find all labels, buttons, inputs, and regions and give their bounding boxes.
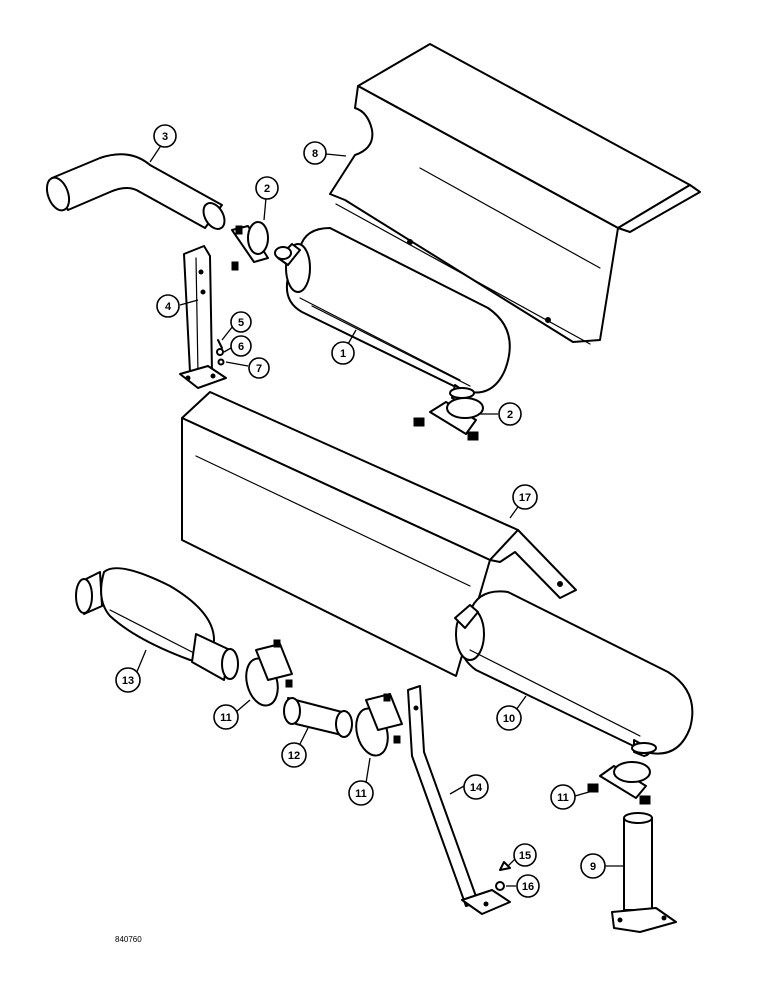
svg-text:17: 17 xyxy=(519,492,531,504)
svg-text:7: 7 xyxy=(256,363,262,375)
flange-clamp-middle xyxy=(355,693,403,757)
callout-7: 7 xyxy=(248,357,270,379)
svg-text:11: 11 xyxy=(557,792,569,804)
callout-2-lower: 2 xyxy=(498,402,522,426)
svg-text:13: 13 xyxy=(122,675,134,687)
callout-17: 17 xyxy=(512,484,538,510)
svg-text:14: 14 xyxy=(470,782,483,794)
connector-pipe xyxy=(283,697,353,738)
callout-15: 15 xyxy=(513,843,537,867)
callout-6: 6 xyxy=(230,335,252,357)
callout-11-middle: 11 xyxy=(348,780,374,806)
exhaust-elbow-pipe xyxy=(45,153,226,230)
support-strut xyxy=(407,685,511,915)
svg-text:6: 6 xyxy=(238,341,244,353)
svg-text:2: 2 xyxy=(264,183,270,195)
exhaust-stack-pipe xyxy=(611,812,677,933)
svg-text:11: 11 xyxy=(355,788,367,800)
callout-10: 10 xyxy=(496,705,522,731)
upper-heat-shield xyxy=(329,43,701,345)
svg-text:10: 10 xyxy=(503,713,515,725)
bolt-washer-nut-set-upper xyxy=(216,339,225,366)
leader-lines xyxy=(135,143,624,887)
svg-text:1: 1 xyxy=(340,348,346,360)
callout-16: 16 xyxy=(516,874,540,898)
svg-text:3: 3 xyxy=(162,131,168,143)
upper-clamp xyxy=(231,221,269,271)
callout-1: 1 xyxy=(331,341,355,365)
inline-muffler xyxy=(75,567,239,681)
svg-text:11: 11 xyxy=(220,712,232,724)
flange-clamp-left xyxy=(245,639,293,707)
svg-text:2: 2 xyxy=(507,409,513,421)
lower-u-bolt-clamp xyxy=(413,397,484,441)
svg-text:12: 12 xyxy=(288,750,300,762)
callout-8: 8 xyxy=(303,141,327,165)
callout-14: 14 xyxy=(463,774,489,800)
callout-5: 5 xyxy=(230,311,252,333)
svg-text:16: 16 xyxy=(522,881,534,893)
svg-text:5: 5 xyxy=(238,317,244,329)
mounting-bracket-upright xyxy=(179,245,227,389)
u-bolt-clamp-right xyxy=(587,761,651,805)
lower-heat-shield xyxy=(181,391,577,677)
callout-11-right: 11 xyxy=(550,784,576,810)
callout-13: 13 xyxy=(115,667,141,693)
callout-9: 9 xyxy=(580,853,606,879)
callout-3: 3 xyxy=(153,124,177,148)
svg-text:15: 15 xyxy=(519,850,531,862)
callout-11-left: 11 xyxy=(213,704,239,730)
callout-4: 4 xyxy=(156,294,180,318)
callout-12: 12 xyxy=(281,742,307,768)
bolt-washer-set-lower xyxy=(495,861,511,891)
figure-code: 840760 xyxy=(115,935,142,944)
svg-text:8: 8 xyxy=(312,148,318,160)
callout-2-upper: 2 xyxy=(255,176,279,200)
svg-text:4: 4 xyxy=(165,301,172,313)
lower-muffler xyxy=(454,590,694,757)
upper-muffler xyxy=(274,227,511,403)
svg-text:9: 9 xyxy=(590,861,596,873)
